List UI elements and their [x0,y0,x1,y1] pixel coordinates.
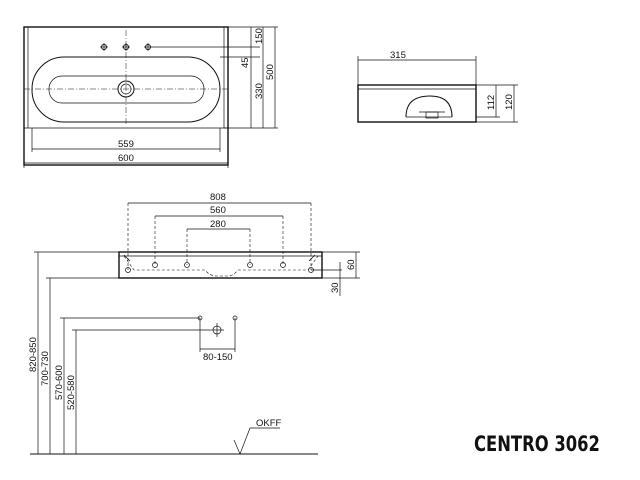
dim-45: 45 [240,57,251,68]
dim-808: 808 [210,192,226,203]
dim-500: 500 [265,64,276,80]
dim-700-730: 700-730 [40,351,51,386]
dim-315: 315 [390,50,406,61]
bowl-inner [48,75,205,104]
dim-30: 30 [330,282,341,293]
basin-outline-front [118,251,323,279]
dim-280: 280 [210,219,226,230]
basin-outline-side [357,84,477,123]
dim-560: 560 [210,205,226,216]
tap-holes-front [123,254,316,273]
tap-holes-top [100,43,152,51]
trap-connection [197,315,238,352]
dim-330: 330 [254,83,265,99]
dim-570-600: 570-600 [54,365,65,400]
height-dimensions: 820-850 700-730 570-600 520-580 OKFF [28,251,318,455]
dim-559: 559 [118,139,134,150]
basin-outline-top [23,26,229,166]
dim-150: 150 [254,28,265,44]
dim-600: 600 [118,153,134,164]
floor-label: OKFF [256,418,282,429]
dim-60: 60 [346,259,357,270]
front-view: 808 560 280 60 30 80-150 [118,192,360,363]
model-title: CENTRO 3062 [474,432,600,456]
dim-520-580: 520-580 [66,375,77,410]
dim-80-150: 80-150 [203,352,233,363]
top-view: 559 600 150 45 330 500 [23,26,278,168]
dim-820-850: 820-850 [28,337,39,372]
dim-112: 112 [486,95,497,110]
side-view: 315 112 120 [357,50,518,123]
dim-120: 120 [504,94,515,110]
